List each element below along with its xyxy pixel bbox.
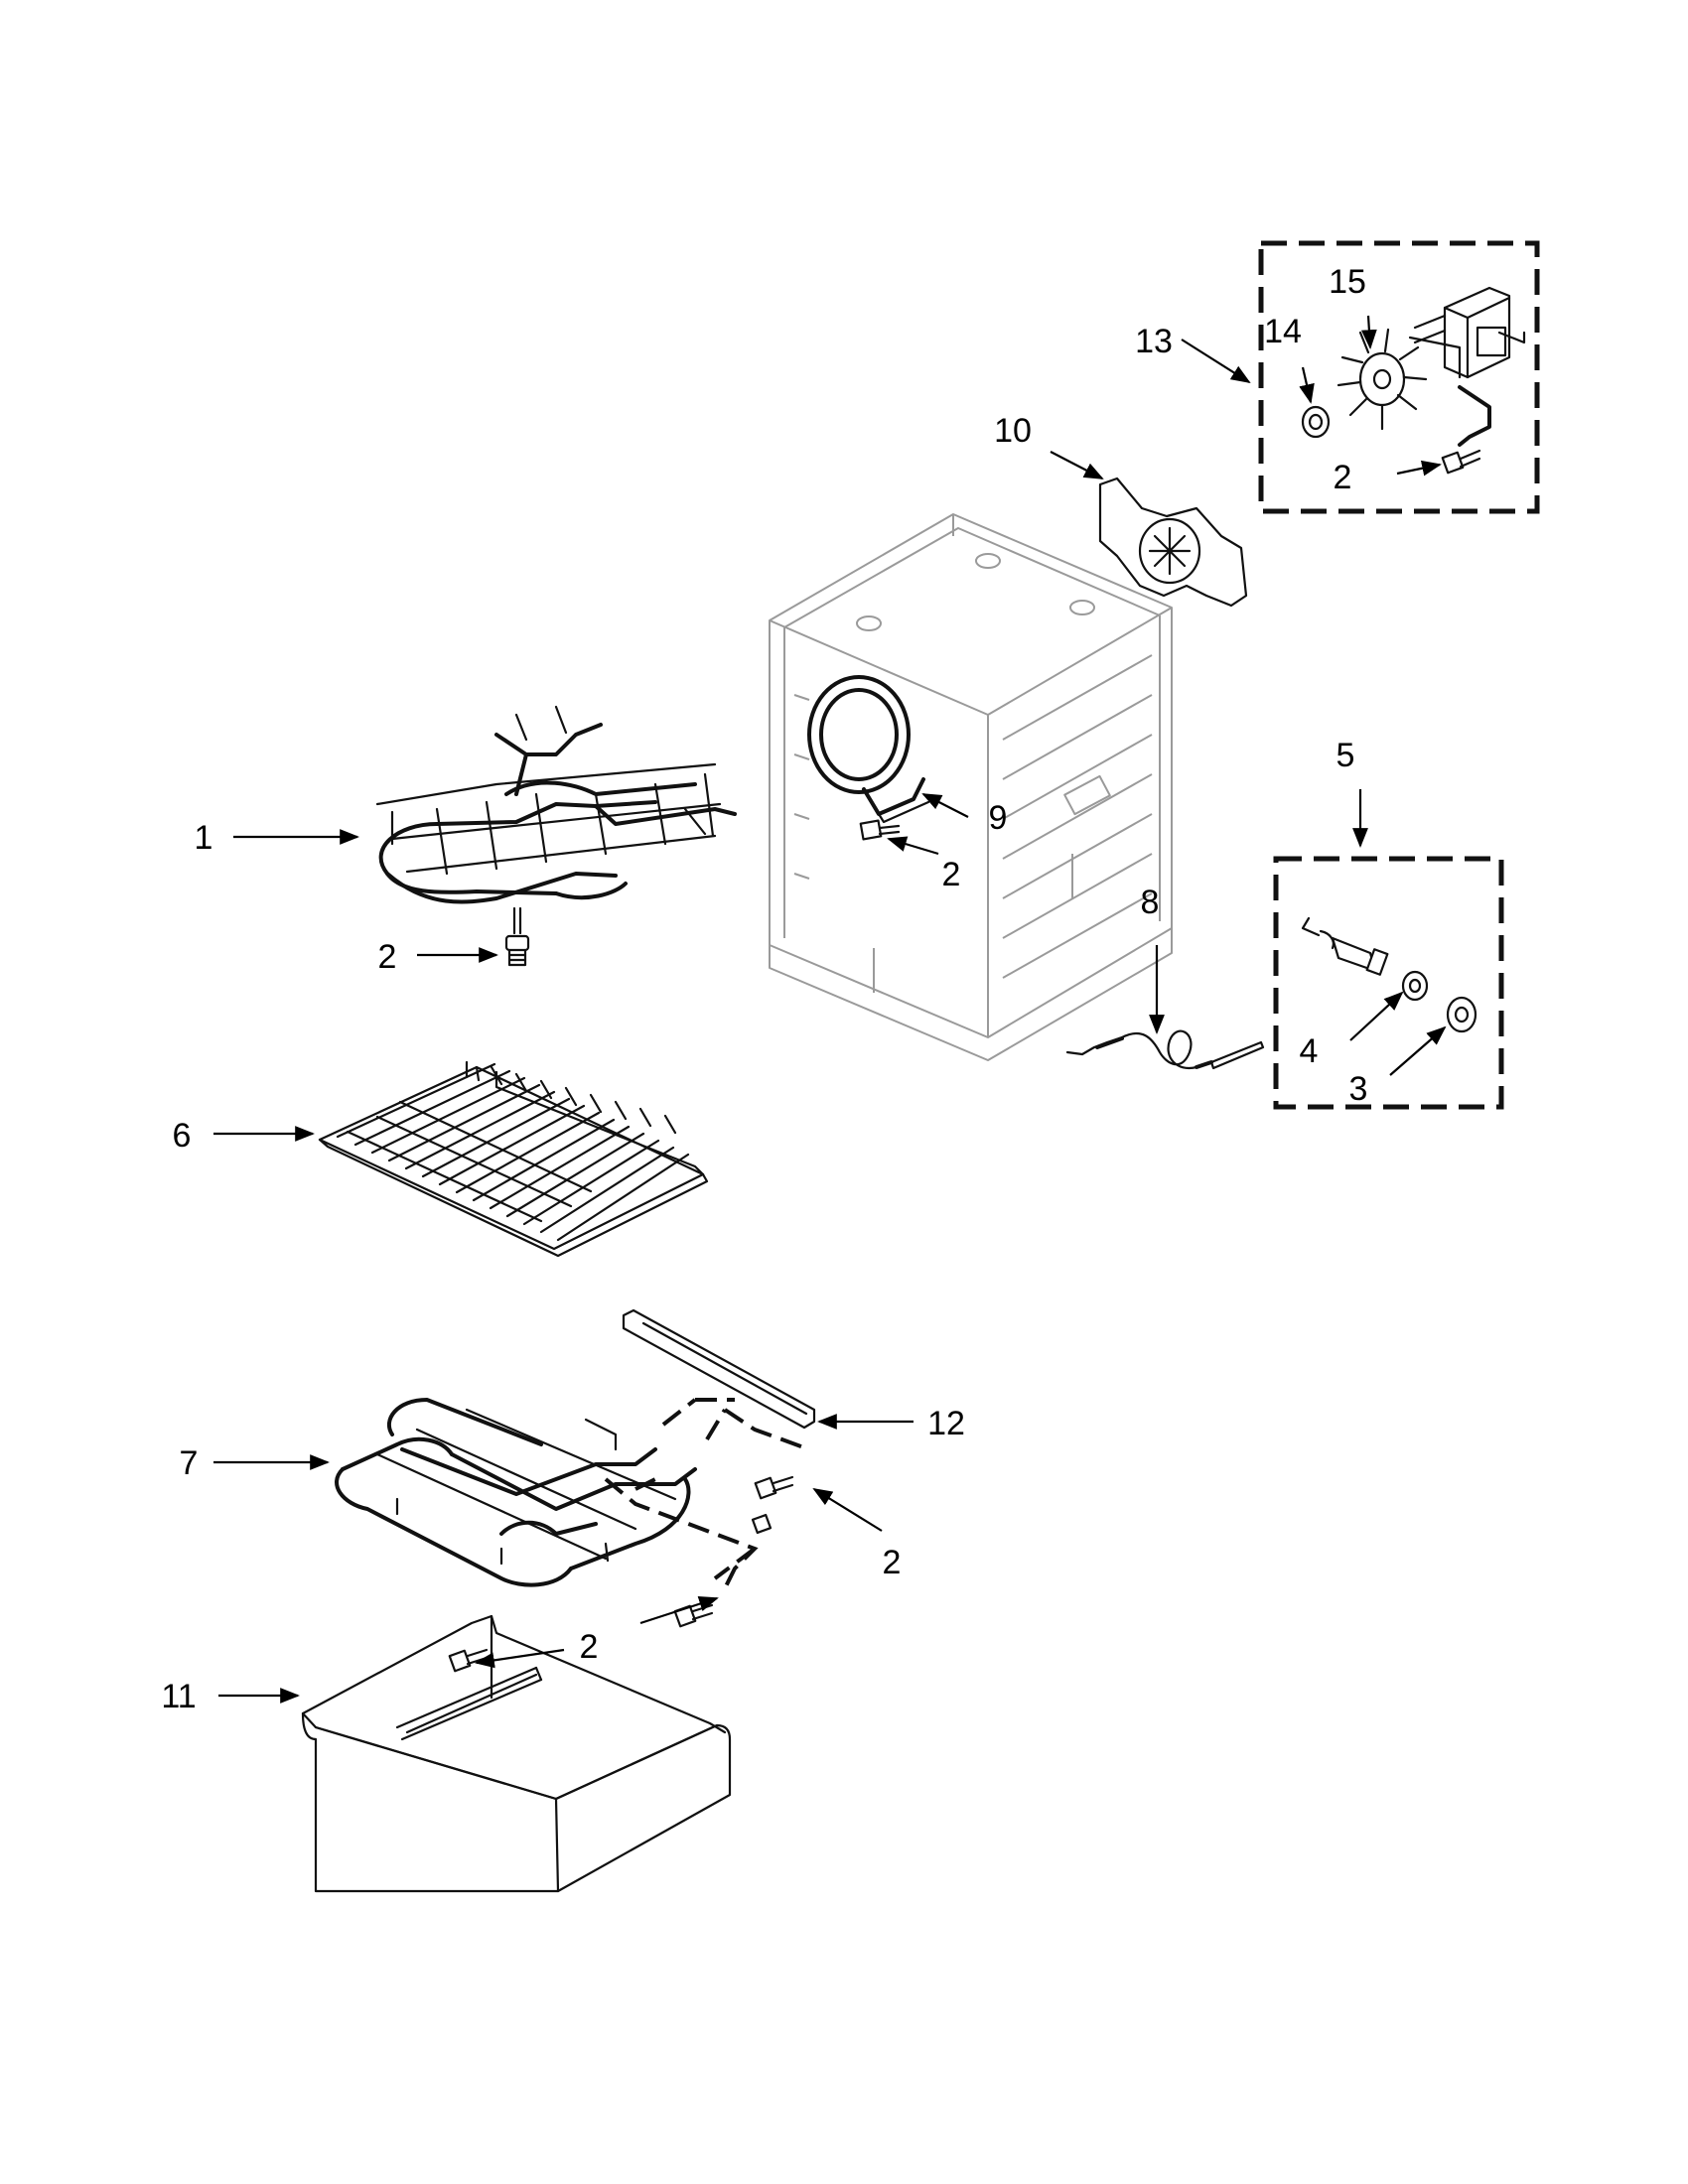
bake-element bbox=[335, 1398, 697, 1587]
callout-11: 11 bbox=[161, 1678, 196, 1715]
assembly-path-12 bbox=[634, 1398, 810, 1491]
callout-7: 7 bbox=[180, 1444, 199, 1482]
screw-cavity bbox=[859, 819, 901, 841]
assembly-path-7 bbox=[604, 1477, 759, 1589]
sensor-kit-group-box bbox=[1273, 856, 1504, 1110]
sensor bbox=[1301, 916, 1389, 976]
nut-14 bbox=[1301, 405, 1331, 439]
callout-5: 5 bbox=[1336, 737, 1355, 774]
callout-2-bake-b: 2 bbox=[580, 1628, 599, 1666]
callout-14: 14 bbox=[1264, 313, 1302, 350]
washer-4 bbox=[1401, 970, 1429, 1002]
callout-2-bake-a: 2 bbox=[883, 1544, 902, 1581]
screw-drawer bbox=[448, 1648, 489, 1673]
callout-3: 3 bbox=[1349, 1070, 1368, 1108]
motor-kit-group-box bbox=[1258, 240, 1540, 514]
callout-9: 9 bbox=[989, 799, 1008, 837]
callout-6: 6 bbox=[173, 1117, 192, 1155]
screw-bake-b bbox=[673, 1603, 714, 1628]
leader-lines bbox=[213, 315, 1447, 1704]
callout-2-motor: 2 bbox=[1334, 459, 1352, 496]
oven-rack bbox=[318, 1060, 709, 1258]
callout-4: 4 bbox=[1300, 1032, 1319, 1070]
fan-blade bbox=[1336, 328, 1428, 431]
drawer bbox=[301, 1614, 732, 1893]
screw-broil bbox=[504, 906, 530, 967]
broil-element bbox=[375, 705, 737, 904]
screw-bake-a bbox=[754, 1475, 794, 1500]
screw-motor bbox=[1441, 449, 1481, 475]
callout-15: 15 bbox=[1329, 263, 1366, 301]
terminal-bracket bbox=[622, 1308, 816, 1430]
screw-bake-c bbox=[751, 1513, 773, 1535]
callout-8: 8 bbox=[1141, 884, 1160, 921]
fan-baffle bbox=[1098, 477, 1248, 608]
fan-motor bbox=[1408, 286, 1526, 447]
callout-1: 1 bbox=[195, 819, 213, 857]
nut-3 bbox=[1446, 996, 1477, 1033]
callout-2-cavity: 2 bbox=[942, 856, 961, 893]
callout-13: 13 bbox=[1135, 323, 1173, 360]
convection-element bbox=[807, 675, 930, 824]
oven-cavity bbox=[769, 513, 1173, 1061]
callout-12: 12 bbox=[927, 1405, 965, 1442]
callout-10: 10 bbox=[994, 412, 1032, 450]
temperature-probe bbox=[1065, 1029, 1265, 1070]
callout-2-broil: 2 bbox=[378, 938, 397, 976]
